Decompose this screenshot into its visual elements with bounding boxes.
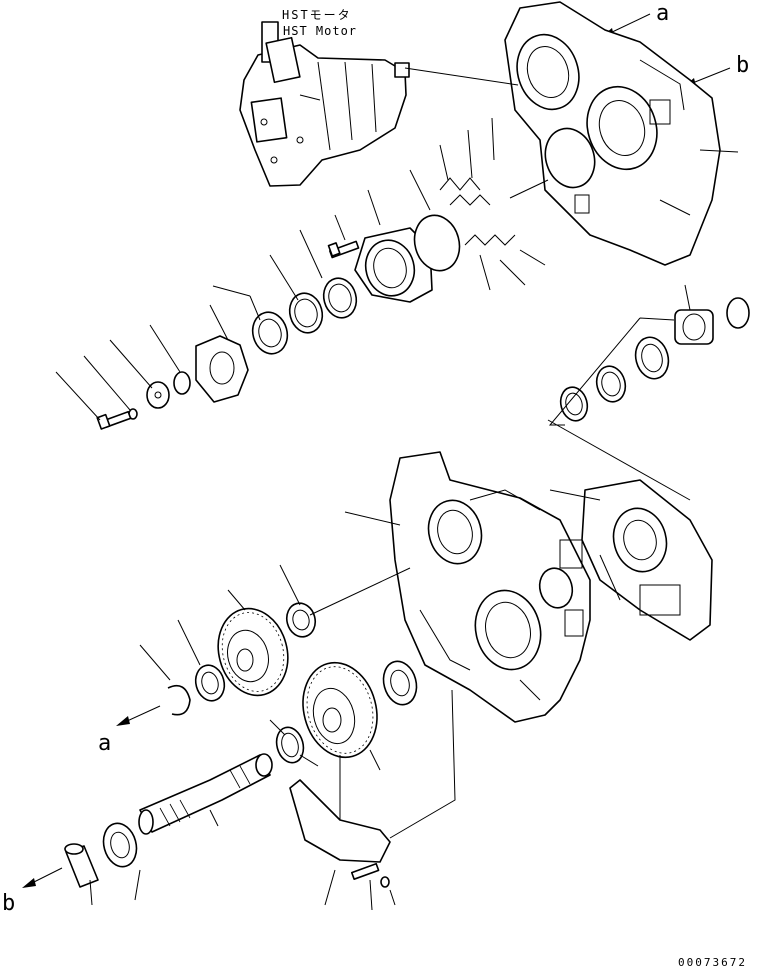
seal-right [726,297,750,329]
bearing-upper-1 [322,277,358,319]
reference-a-top: a [656,1,669,26]
hst-motor [239,21,410,187]
o-ring-large [413,214,461,272]
washer-guard [380,876,390,888]
oil-seal-output [64,843,99,888]
bolt-retainer [327,240,360,259]
reference-a-bottom: a [98,731,111,756]
snap-ring [167,684,191,716]
transfer-case-housing [389,451,591,723]
drawing-number: 00073672 [678,956,747,969]
output-shaft [138,753,273,835]
shim-small [173,371,191,395]
seal-ring-right [595,365,627,403]
bearing-lower-3 [382,660,418,706]
shim-set-upper [439,177,516,246]
reference-b-bottom: b [2,891,15,916]
gear-lower [302,661,378,759]
leader-lines [55,67,739,911]
collar-upper [251,311,289,355]
bolt-upper [96,410,132,430]
side-cover-right [581,479,713,641]
spacer-ring [275,726,305,764]
arrow-b-bottom [22,867,63,888]
bearing-lower-2 [194,664,226,702]
gear-upper [217,607,289,697]
bearing-housing-retainer [354,227,433,303]
upper-housing [504,1,721,266]
motor-label-en: HST Motor [283,24,357,38]
seal-ring-upper [288,292,324,334]
collar-right [634,336,670,380]
guard-plate [289,779,391,863]
bearing-output [102,822,138,868]
washer-upper [146,381,170,409]
motor-label-jp: HSTモータ [282,8,352,22]
bolt-guard [350,862,380,881]
arrow-a-bottom [116,705,161,726]
bearing-right-small [559,386,589,422]
coupling-flange [195,335,249,403]
bearing-lower-1 [285,602,317,638]
reference-b-top: b [736,53,749,78]
bearing-right [674,309,714,345]
